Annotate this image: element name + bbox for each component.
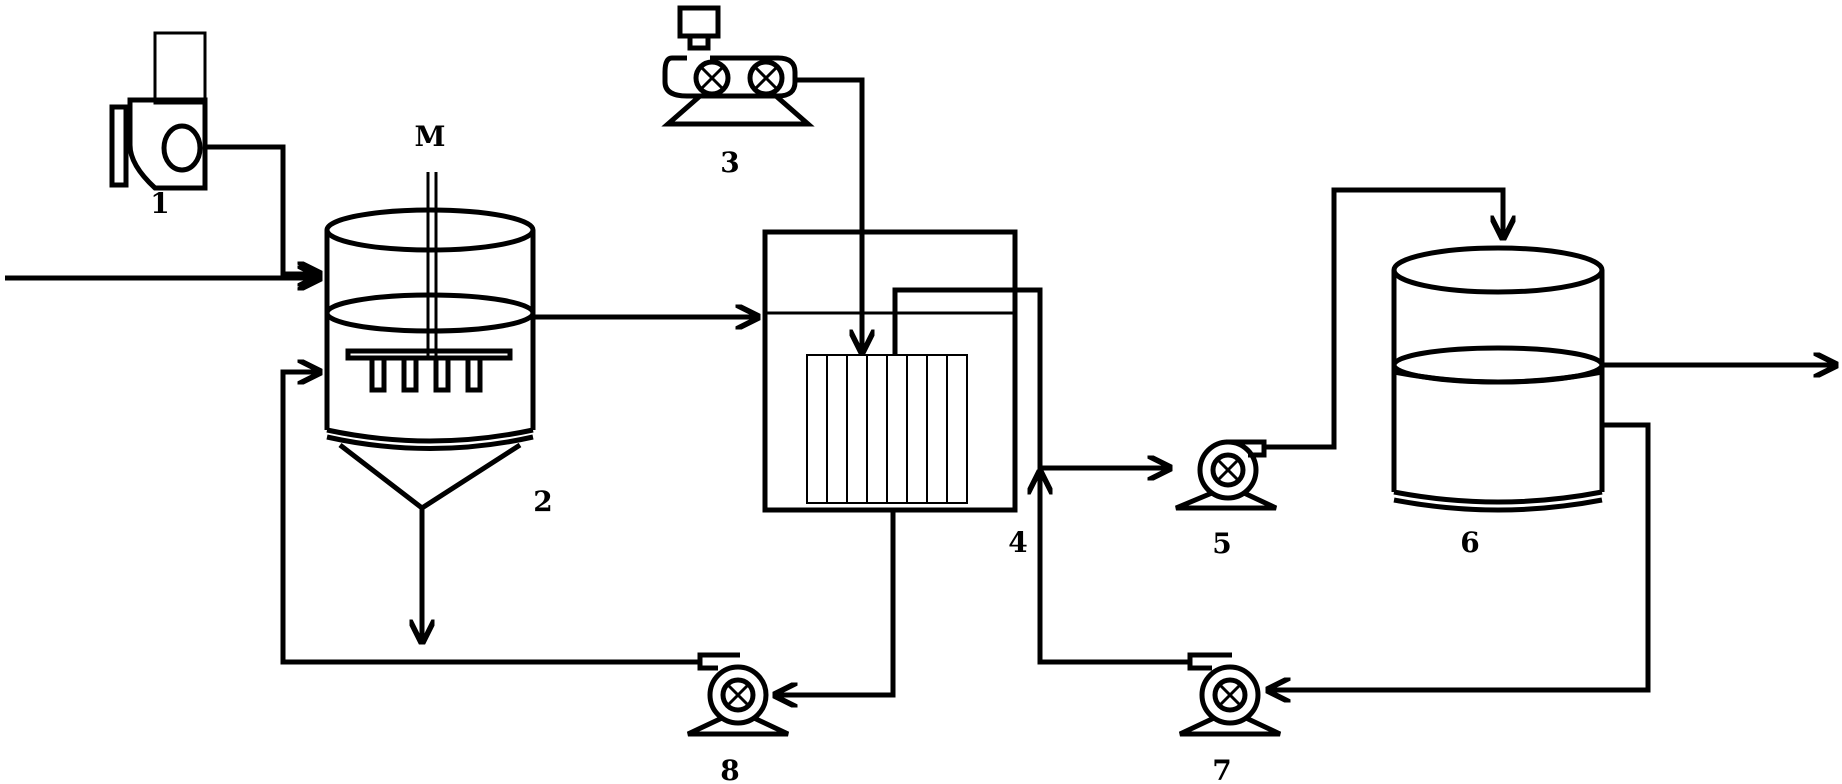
equipment-label-4: 4 (1008, 526, 1027, 559)
membrane-bioreactor-tank-icon (762, 229, 1018, 513)
stirred-reactor-tank-icon (324, 172, 536, 512)
equipment-label-1: 1 (150, 187, 169, 220)
backwash-line (1268, 422, 1651, 690)
centrifugal-pump-icon (1175, 439, 1278, 511)
equipment-label-2: 2 (533, 485, 552, 518)
storage-tank-icon (1391, 245, 1605, 513)
equipment-label-8: 8 (720, 754, 739, 784)
flow-lines (5, 77, 1836, 695)
recycle-return-line (280, 372, 700, 665)
air-blower-icon (661, 5, 815, 127)
sludge-recycle-line (775, 510, 896, 695)
equipment-label-7: 7 (1212, 754, 1231, 784)
motor-label: M (415, 120, 446, 153)
centrifugal-pump-icon (1178, 652, 1282, 737)
centrifugal-pump-icon (686, 652, 790, 737)
permeate-line (892, 287, 1170, 468)
backwash-return-line (1040, 472, 1190, 665)
equipment-label-5: 5 (1212, 527, 1231, 560)
dosing-pump-icon (109, 31, 208, 191)
pump5-outlet-line (1264, 187, 1503, 450)
aeration-line (795, 77, 862, 352)
equipment-label-6: 6 (1460, 526, 1479, 559)
dosing-line (205, 144, 320, 274)
equipment-label-3: 3 (720, 146, 739, 179)
